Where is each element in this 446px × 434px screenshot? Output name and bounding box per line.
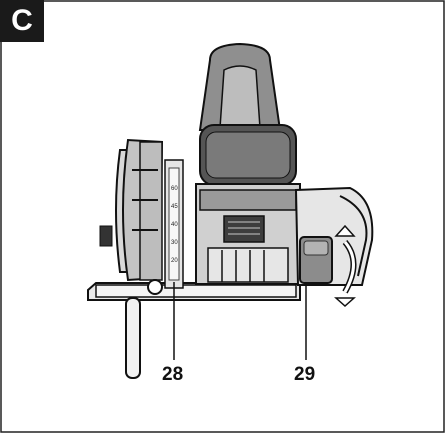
figure-label: C bbox=[0, 0, 44, 42]
scale-mark-label: 30 bbox=[171, 240, 178, 246]
depth-guide-rod bbox=[125, 297, 141, 379]
callout-28: 28 bbox=[162, 364, 184, 385]
callout-29: 29 bbox=[294, 364, 316, 385]
bevel-lock-lever bbox=[299, 236, 333, 284]
scale-mark-label: 20 bbox=[171, 258, 178, 264]
bevel-scale-marks: 60 45 40 30 20 bbox=[171, 186, 178, 264]
motor-housing bbox=[195, 42, 301, 285]
scale-mark-label: 45 bbox=[171, 204, 178, 210]
blade-guard bbox=[99, 138, 164, 295]
scale-mark-label: 40 bbox=[171, 222, 178, 228]
rotation-arrow bbox=[334, 224, 357, 308]
scale-mark-label: 60 bbox=[171, 186, 178, 192]
